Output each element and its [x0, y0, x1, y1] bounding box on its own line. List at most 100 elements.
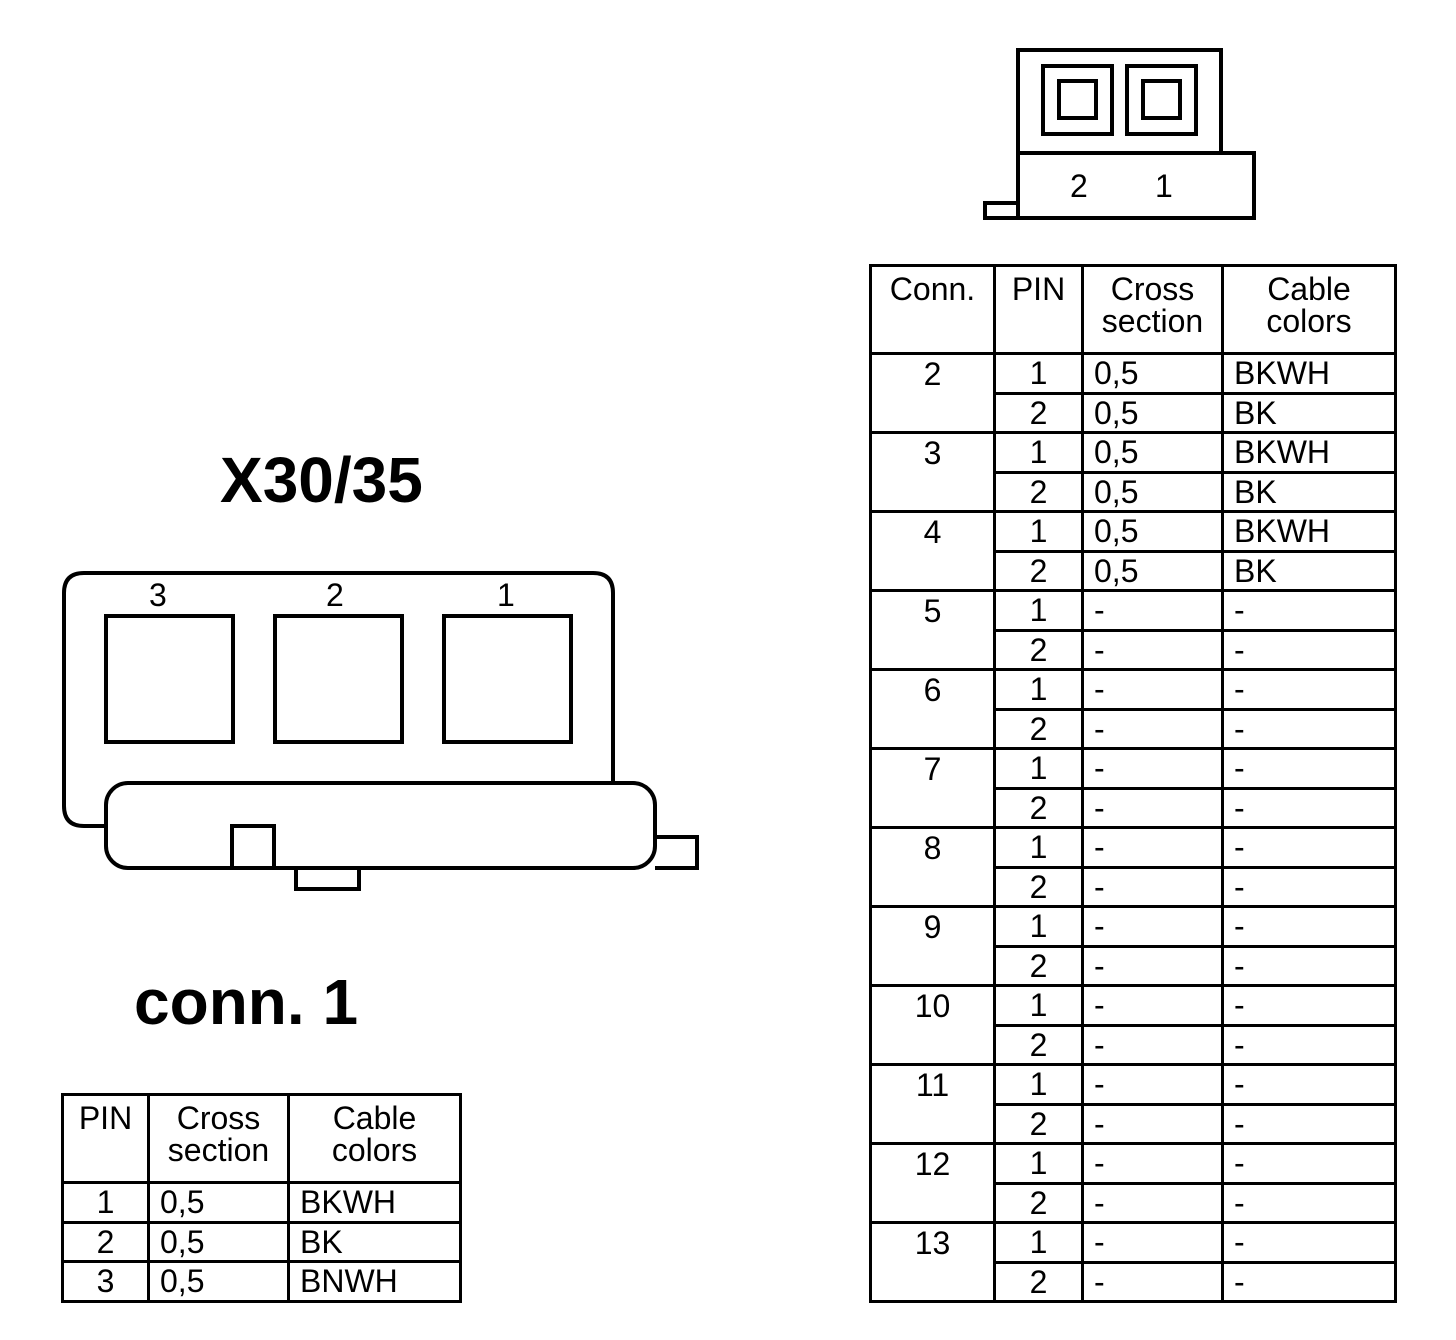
table-row: 2-- [871, 944, 1397, 987]
cable-color-cell: - [1221, 1063, 1397, 1106]
pin-cell: 2 [993, 944, 1084, 987]
table-row: 2-- [871, 628, 1397, 671]
cable-color-cell: - [1221, 1023, 1397, 1066]
pin-cell: 1 [993, 826, 1084, 869]
pin-cell: 1 [993, 352, 1084, 395]
cable-color-cell: - [1221, 1181, 1397, 1224]
cable-color-cell: BK [1221, 549, 1397, 592]
table-row: 2-- [871, 1181, 1397, 1224]
main-connector-pin-label: 3 [149, 577, 167, 613]
table-row: 2-- [871, 1102, 1397, 1145]
conn1-label: conn. 1 [134, 966, 359, 1038]
pin-cell: 2 [993, 1260, 1084, 1303]
cable-color-cell: - [1221, 1102, 1397, 1145]
pin-cell: 1 [993, 747, 1084, 790]
cross-section-cell: - [1081, 1063, 1224, 1106]
cable-color-cell: - [1221, 628, 1397, 671]
pin-cell: 1 [993, 1142, 1084, 1185]
pin-cell: 2 [993, 1102, 1084, 1145]
small-connector-pin-label: 2 [1070, 168, 1088, 204]
cable-color-cell: - [1221, 944, 1397, 987]
pin-cell: 1 [993, 668, 1084, 711]
connector-number-cell: 4 [869, 510, 996, 592]
cross-section-cell: 0,5 [1081, 510, 1224, 553]
cross-section-cell: - [1081, 589, 1224, 632]
main-connector-pin-label: 1 [497, 577, 515, 613]
pin-cell: 2 [993, 549, 1084, 592]
small-connector-drawing [983, 48, 1256, 220]
cross-section-cell: - [1081, 865, 1224, 908]
cross-section-cell: - [1081, 747, 1224, 790]
cable-color-cell: BK [1221, 391, 1397, 434]
table-row: 2-- [871, 786, 1397, 829]
cable-color-cell: BKWH [1221, 352, 1397, 395]
pin-cell: 1 [993, 905, 1084, 948]
connector-number-cell: 12 [869, 1142, 996, 1224]
small-connector-pin-label: 1 [1155, 168, 1173, 204]
cross-section-cell: - [1081, 668, 1224, 711]
table-row: 2-- [871, 707, 1397, 750]
cross-section-cell: - [1081, 984, 1224, 1027]
cross-section-cell: 0,5 [147, 1181, 290, 1224]
cable-color-cell: - [1221, 1221, 1397, 1264]
cross-section-cell: 0,5 [1081, 391, 1224, 434]
connector-number-cell: 7 [869, 747, 996, 829]
cross-section-cell: - [1081, 628, 1224, 671]
pin-cell: 2 [993, 786, 1084, 829]
pin-cell: 2 [993, 391, 1084, 434]
cross-section-cell: 0,5 [147, 1260, 290, 1303]
pin-cell: 1 [993, 431, 1084, 474]
cross-section-cell: - [1081, 905, 1224, 948]
cable-color-cell: - [1221, 905, 1397, 948]
connector-number-cell: 3 [869, 431, 996, 513]
connector-number-cell: 6 [869, 668, 996, 750]
cross-section-cell: - [1081, 1221, 1224, 1264]
table-row: 2-- [871, 865, 1397, 908]
connector-title: X30/35 [220, 444, 423, 516]
pin-cell: 2 [61, 1220, 150, 1263]
cable-color-cell: - [1221, 786, 1397, 829]
cable-color-cell: BNWH [287, 1260, 462, 1303]
cross-section-cell: - [1081, 1102, 1224, 1145]
header-pin: PIN [61, 1093, 150, 1184]
header-pin: PIN [993, 264, 1084, 355]
header-conn: Conn. [869, 264, 996, 355]
cable-color-cell: BKWH [1221, 431, 1397, 474]
pin-cell: 1 [993, 589, 1084, 632]
cable-color-cell: - [1221, 865, 1397, 908]
table-row: 2-- [871, 1023, 1397, 1066]
pin-cell: 1 [993, 510, 1084, 553]
pin-cell: 1 [61, 1181, 150, 1224]
table-row: 2-- [871, 1260, 1397, 1303]
connector-number-cell: 10 [869, 984, 996, 1066]
cross-section-cell: - [1081, 1260, 1224, 1303]
cable-color-cell: - [1221, 984, 1397, 1027]
cable-color-cell: - [1221, 1142, 1397, 1185]
cable-color-cell: - [1221, 1260, 1397, 1303]
cable-color-cell: BK [287, 1220, 462, 1263]
pin-cell: 3 [61, 1260, 150, 1303]
cross-section-cell: 0,5 [1081, 352, 1224, 395]
cross-section-cell: 0,5 [1081, 549, 1224, 592]
